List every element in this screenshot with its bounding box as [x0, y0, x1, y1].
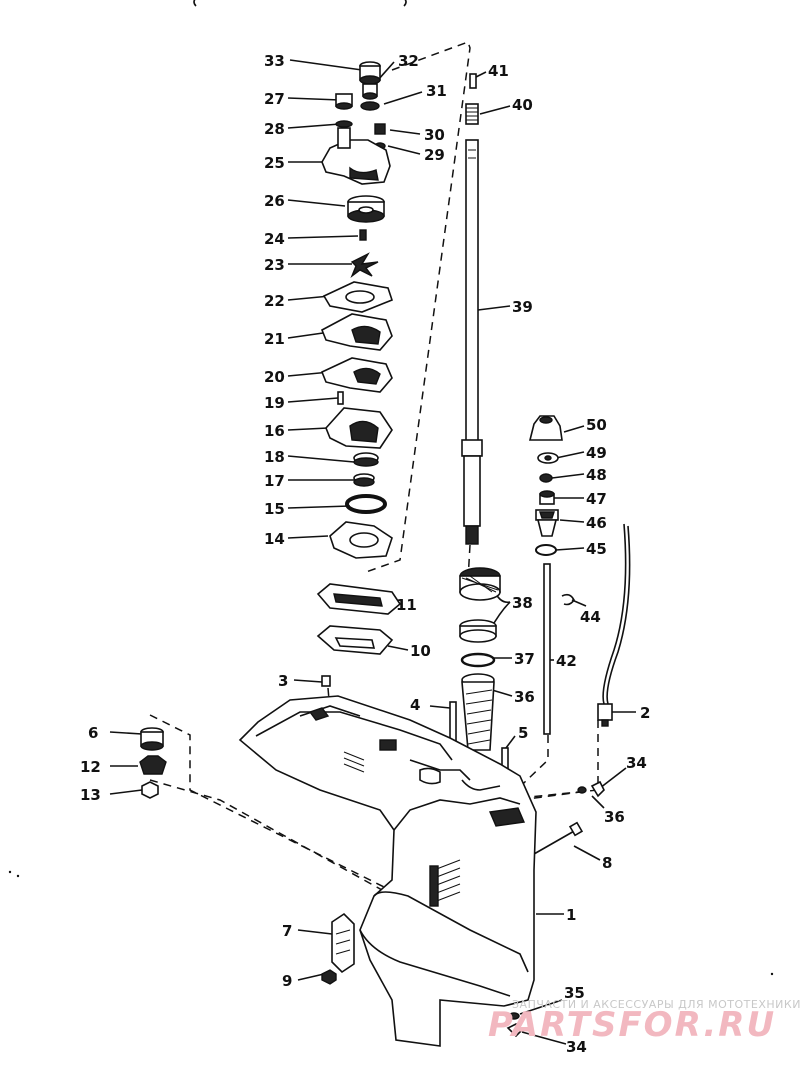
- callout-15: 15: [264, 500, 285, 518]
- callout-24: 24: [264, 230, 285, 248]
- callout-23: 23: [264, 256, 285, 274]
- callout-48: 48: [586, 466, 607, 484]
- callout-29: 29: [424, 146, 445, 164]
- callout-9: 9: [282, 972, 292, 990]
- watermark-brand: PARTSFOR.RU: [488, 1005, 776, 1045]
- cropped-header-fragment: [193, 0, 407, 7]
- callout-49: 49: [586, 444, 607, 462]
- callout-45: 45: [586, 540, 607, 558]
- callout-33: 33: [264, 52, 285, 70]
- callout-28: 28: [264, 120, 285, 138]
- callout-14: 14: [264, 530, 285, 548]
- callout-50: 50: [586, 416, 607, 434]
- callout-43: 42: [556, 652, 577, 670]
- callout-31: 31: [426, 82, 447, 100]
- callout-4: 4: [410, 696, 420, 714]
- callout-12: 12: [80, 758, 101, 776]
- callout-40: 39: [512, 298, 533, 316]
- callout-11: 11: [396, 596, 417, 614]
- callout-25: 25: [264, 154, 285, 172]
- callout-8: 8: [602, 854, 612, 872]
- callout-27: 27: [264, 90, 285, 108]
- callout-36a: 36: [604, 808, 625, 826]
- callout-16: 16: [264, 422, 285, 440]
- callout-13: 13: [80, 786, 101, 804]
- callout-20: 20: [264, 368, 285, 386]
- callout-36b: 35: [564, 984, 585, 1002]
- callout-34: 34: [626, 754, 647, 772]
- callout-46: 46: [586, 514, 607, 532]
- callout-1: 1: [566, 906, 576, 924]
- callout-18: 18: [264, 448, 285, 466]
- housing-small-parts: [139, 583, 605, 1038]
- callout-7: 7: [282, 922, 292, 940]
- callout-10: 10: [410, 642, 431, 660]
- watermark: ЗАПЧАСТИ И АКСЕССУАРЫ ДЛЯ МОТОТЕХНИКИ PA…: [488, 998, 800, 1045]
- callout-30: 30: [424, 126, 445, 144]
- callout-32: 32: [398, 52, 419, 70]
- callout-39: 38: [512, 594, 533, 612]
- water-pump-parts: [320, 61, 393, 559]
- callout-17: 17: [264, 472, 285, 490]
- callout-labels: 33 32 31 27 28 30 29 25 26 24 23 22 21 2…: [80, 52, 650, 1056]
- callout-37: 36: [514, 688, 535, 706]
- callout-26: 26: [264, 192, 285, 210]
- leader-lines: [109, 59, 636, 1045]
- callout-44: 44: [580, 608, 601, 626]
- callout-6: 6: [88, 724, 98, 742]
- callout-41: 40: [512, 96, 533, 114]
- callout-2: 2: [640, 704, 650, 722]
- callout-47: 47: [586, 490, 607, 508]
- callout-35: 34: [566, 1038, 587, 1056]
- callout-42: 41: [488, 62, 509, 80]
- gear-housing: [238, 695, 537, 1047]
- drive-shaft-parts: [459, 73, 501, 751]
- watermark-tagline: ЗАПЧАСТИ И АКСЕССУАРЫ ДЛЯ МОТОТЕХНИКИ: [512, 998, 800, 1011]
- speck-marks: [8, 870, 774, 976]
- callout-21: 21: [264, 330, 285, 348]
- shift-parts: [528, 415, 631, 735]
- callout-5: 5: [518, 724, 528, 742]
- callout-19: 19: [264, 394, 285, 412]
- callout-38: 37: [514, 650, 535, 668]
- callout-3: 3: [278, 672, 288, 690]
- callout-22: 22: [264, 292, 285, 310]
